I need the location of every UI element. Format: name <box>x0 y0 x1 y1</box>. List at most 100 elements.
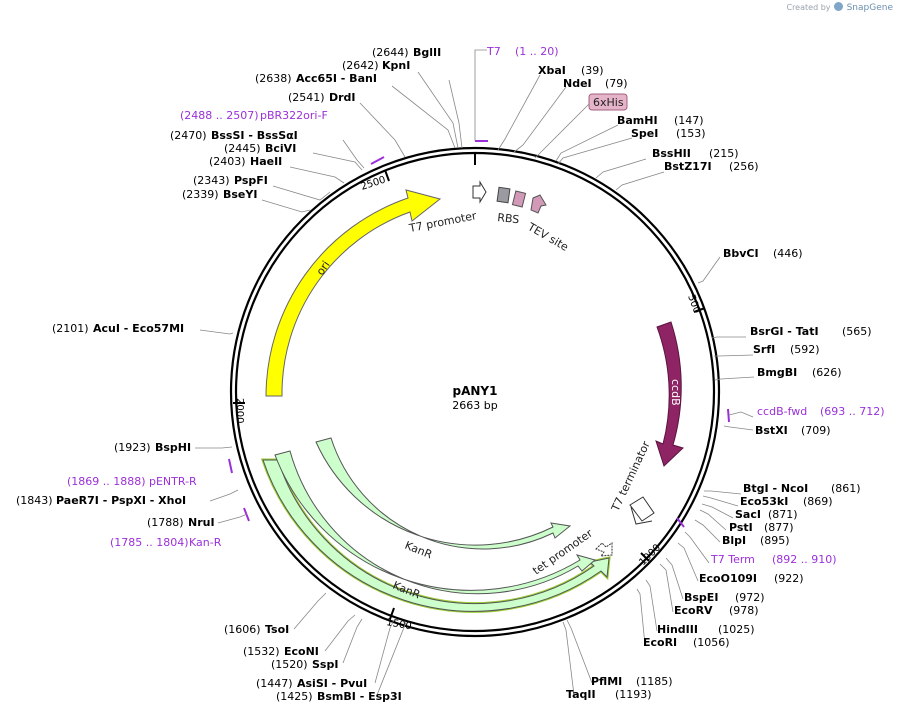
name-label: AsiSI - PvuI <box>297 677 367 690</box>
watermark-brand: SnapGene <box>846 3 893 13</box>
enzyme-tsoi[interactable]: (1606)TsoI <box>224 623 289 636</box>
enzyme-spei[interactable]: SpeI(153) <box>631 127 706 140</box>
enzyme-blpi[interactable]: BlpI(895) <box>722 534 790 547</box>
enzyme-ecori[interactable]: EcoRI(1056) <box>643 636 730 649</box>
enzyme-bsshii[interactable]: BssHII(215) <box>652 147 739 160</box>
feature-kanr-inner[interactable] <box>315 437 572 550</box>
enzyme-paer7i[interactable]: (1843)PaeR7I - PspXI - XhoI <box>16 494 186 507</box>
primer-marks <box>228 140 730 528</box>
enzyme-ecorv[interactable]: EcoRV (978) <box>674 604 759 617</box>
enzyme-bsmbi[interactable]: (1425)BsmBI - Esp3I <box>276 690 402 703</box>
enzyme-acui[interactable]: (2101)AcuI - Eco57MI <box>52 322 184 335</box>
enzyme-bamhi[interactable]: BamHI(147) <box>617 114 704 127</box>
enzyme-labels-left: (2644)BglII (2642)KpnI (2638)Acc65I - Ba… <box>16 46 441 703</box>
enzyme-eco0109i[interactable]: EcoO109I(922) <box>699 572 804 585</box>
name-label: Kan-R <box>189 536 222 549</box>
name-label: NdeI <box>563 77 592 90</box>
his-tag-marker[interactable] <box>511 190 527 208</box>
enzyme-bsrgi[interactable]: BsrGI - TatI(565) <box>750 325 872 338</box>
name-label: SrfI <box>753 343 775 356</box>
position-label: (2445) <box>224 142 261 155</box>
position-label: (2343) <box>193 174 230 187</box>
enzyme-bcivi[interactable]: (2445)BciVI <box>224 142 296 155</box>
feature-rbs[interactable]: RBS <box>496 186 520 226</box>
enzyme-acc65i[interactable]: (2638)Acc65I - BanI <box>255 72 377 85</box>
position-label: (2488 .. 2507) <box>180 109 259 122</box>
watermark-prefix: Created by <box>786 3 831 12</box>
position-label: (1185) <box>636 675 673 688</box>
enzyme-bmgbi[interactable]: BmgBI(626) <box>757 366 842 379</box>
name-label: BglII <box>413 46 441 59</box>
kanr-outer-arrow[interactable] <box>262 459 610 612</box>
name-label: EcoNI <box>284 645 319 658</box>
primer-t7-term[interactable]: T7 Term(892 .. 910) <box>710 553 837 566</box>
feature-ccdB[interactable]: ccdB <box>655 321 684 467</box>
kanr-middle-label: KanR <box>403 539 435 562</box>
snapgene-logo-icon <box>834 2 844 11</box>
watermark: Created by SnapGene <box>786 2 893 13</box>
feature-6xhis[interactable]: 6xHis <box>511 93 628 208</box>
ccdB-arrow[interactable] <box>655 321 684 467</box>
position-label: (972) <box>735 591 765 604</box>
enzyme-bseyi[interactable]: (2339)BseYI <box>182 188 257 201</box>
ori-arrow[interactable] <box>265 189 442 397</box>
name-label: BstZ17I <box>664 160 712 173</box>
enzyme-saci[interactable]: SacI(871) <box>735 508 798 521</box>
t7-terminator-marker[interactable] <box>629 496 655 525</box>
enzyme-hindiii[interactable]: HindIII(1025) <box>657 623 755 636</box>
position-label: (1532) <box>243 645 280 658</box>
position-label: (256) <box>729 160 759 173</box>
feature-tev[interactable]: TEV site <box>525 194 571 254</box>
enzyme-eco53ki[interactable]: Eco53kI(869) <box>740 495 833 508</box>
tick-2500 <box>384 169 390 182</box>
enzyme-haeii[interactable]: (2403)HaeII <box>209 155 282 168</box>
enzyme-bspei[interactable]: BspEI(972) <box>684 591 765 604</box>
enzyme-ndei[interactable]: NdeI(79) <box>563 77 628 90</box>
name-label: SacI <box>735 508 761 521</box>
tick-label-1000: 1000 <box>637 542 663 568</box>
primer-kan-r[interactable]: (1785 .. 1804)Kan-R <box>110 536 222 549</box>
primer-ccdb-fwd[interactable]: ccdB-fwd(693 .. 712) <box>757 405 885 418</box>
enzyme-bglii[interactable]: (2644)BglII <box>372 46 441 59</box>
enzyme-nrui[interactable]: (1788)NruI <box>147 516 215 529</box>
position-label: (861) <box>831 482 861 495</box>
feature-t7-terminator[interactable]: T7 terminator <box>609 439 655 525</box>
name-label: EcoRI <box>643 636 677 649</box>
enzyme-taqii[interactable]: TaqII(1193) <box>566 688 652 701</box>
feature-kanr-middle[interactable]: KanR <box>274 450 597 595</box>
tet-promoter-marker[interactable] <box>595 542 613 557</box>
enzyme-bbvci[interactable]: BbvCI(446) <box>723 247 803 260</box>
kanr-middle-arrow[interactable] <box>274 450 597 595</box>
enzyme-srfi[interactable]: SrfI(592) <box>753 343 820 356</box>
primer-pbr322ori-f[interactable]: (2488 .. 2507)pBR322ori-F <box>180 109 328 122</box>
rbs-box[interactable] <box>496 186 511 204</box>
name-label: TaqII <box>566 688 596 701</box>
enzyme-bstxi[interactable]: BstXI(709) <box>755 424 831 437</box>
enzyme-drdi[interactable]: (2541)DrdI <box>288 91 356 104</box>
enzyme-asisi[interactable]: (1447)AsiSI - PvuI <box>256 677 367 690</box>
name-label: EcoRV <box>674 604 713 617</box>
his-tag-badge[interactable] <box>588 93 628 111</box>
enzyme-bstz17i[interactable]: BstZ17I (256) <box>664 160 759 173</box>
position-label: (2339) <box>182 188 219 201</box>
tev-arrow[interactable] <box>530 194 547 214</box>
plasmid-center: pANY1 2663 bp <box>452 384 497 412</box>
enzyme-sspi[interactable]: (1520)SspI <box>271 658 338 671</box>
enzyme-xbai[interactable]: XbaI(39) <box>538 64 604 77</box>
enzyme-bsphi[interactable]: (1923)BspHI <box>114 441 191 454</box>
name-label: HaeII <box>250 155 282 168</box>
primer-ccdb-bar <box>727 408 730 423</box>
enzyme-kpni[interactable]: (2642)KpnI <box>342 59 410 72</box>
kanr-inner-arrow[interactable] <box>315 437 572 550</box>
primer-t7[interactable]: T7(1 .. 20) <box>486 45 559 58</box>
t7-promoter-arrow[interactable] <box>472 180 487 204</box>
enzyme-pspfi[interactable]: (2343)PspFI <box>193 174 268 187</box>
enzyme-psti[interactable]: PstI(877) <box>729 521 794 534</box>
name-label: SspI <box>312 658 338 671</box>
enzyme-btgi[interactable]: BtgI - NcoI(861) <box>743 482 861 495</box>
primer-pentr-r[interactable]: (1869 .. 1888)pENTR-R <box>67 475 197 488</box>
enzyme-bsssi[interactable]: (2470)BssSI - BssSαI <box>170 129 298 142</box>
enzyme-pflmi[interactable]: PflMI(1185) <box>591 675 673 688</box>
position-label: (978) <box>729 604 759 617</box>
enzyme-econi[interactable]: (1532) EcoNI <box>243 645 319 658</box>
